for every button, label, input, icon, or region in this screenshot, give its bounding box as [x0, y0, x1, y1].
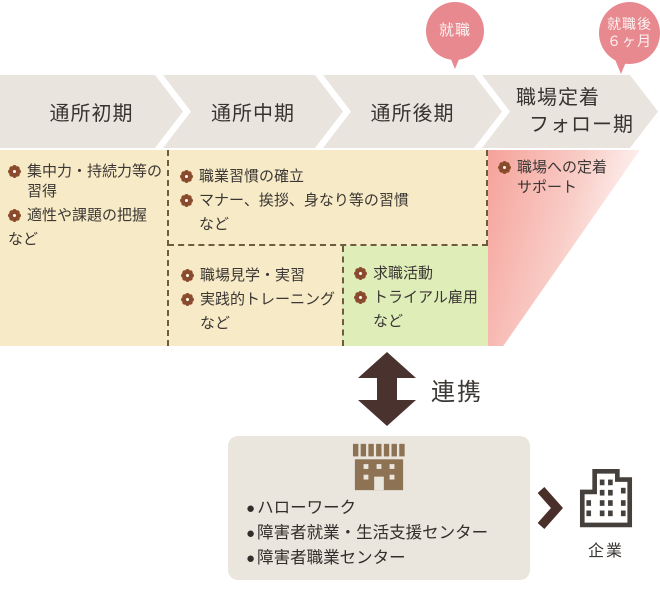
list-item-text: 適性や課題の把握 [27, 207, 148, 224]
list-item-text: 集中力・持続力等の習得 [27, 163, 163, 200]
six-months-line2: ６ヶ月 [607, 33, 652, 49]
florette-bullet-icon [8, 165, 21, 178]
six-months-callout: 就職後 ６ヶ月 [599, 2, 660, 64]
list-item-text: トライアル雇用 [373, 289, 478, 306]
employment-callout-tail [448, 52, 462, 69]
job-search-list: 求職活動 トライアル雇用 など [354, 264, 484, 332]
phase-follow-label-line1: 職場定着 [516, 86, 600, 109]
agency-item: ●障害者職業センター [246, 546, 488, 571]
phase-early-label: 通所初期 [49, 103, 134, 125]
agency-name: 障害者就業・生活支援センター [257, 524, 489, 542]
etc-note: など [373, 313, 404, 330]
work-habits-list: 職業習慣の確立 マナー、挨拶、身なり等の習慣 など [180, 167, 480, 235]
phase-follow-label-line2: フォロー期 [529, 113, 634, 136]
list-item-text: 職場への定着サポート [517, 159, 608, 196]
list-item: 実践的トレーニング [181, 290, 336, 310]
etc-note: など [199, 216, 230, 233]
agency-item: ●ハローワーク [246, 496, 488, 521]
list-item: 職場見学・実習 [181, 266, 336, 286]
six-months-callout-tail [614, 57, 628, 74]
early-phase-list: 集中力・持続力等の習得 適性や課題の把握 など [8, 162, 168, 250]
phase-middle-label: 通所中期 [211, 103, 295, 125]
government-office-icon [352, 443, 405, 491]
employment-callout-label: 就職 [438, 22, 471, 39]
florette-bullet-icon [180, 194, 193, 207]
florette-bullet-icon [181, 269, 194, 282]
phase-follow: 職場定着 フォロー期 [482, 75, 658, 148]
florette-bullet-icon [498, 161, 511, 174]
bullet-dot: ● [246, 525, 256, 542]
phase-divider-dashed [167, 150, 169, 346]
list-item: 職業習慣の確立 [180, 167, 480, 187]
bullet-dot: ● [246, 550, 256, 567]
list-item-text: 職業習慣の確立 [199, 168, 305, 185]
florette-bullet-icon [8, 209, 21, 222]
six-months-callout-label: 就職後 ６ヶ月 [607, 16, 652, 50]
phase-middle: 通所中期 [163, 75, 343, 148]
list-item-text: 実践的トレーニング [200, 291, 336, 308]
agency-item: ●障害者就業・生活支援センター [246, 521, 488, 546]
phase-early: 通所初期 [0, 75, 183, 148]
linkage-double-arrow-icon [358, 352, 416, 426]
list-item: マナー、挨拶、身なり等の習慣 [180, 191, 480, 211]
six-months-line1: 就職後 [607, 16, 652, 33]
list-item: 職場への定着サポート [498, 158, 616, 198]
chevron-right-icon [537, 487, 563, 529]
practical-training-list: 職場見学・実習 実践的トレーニング など [181, 266, 336, 334]
support-agencies-box: ●ハローワーク ●障害者就業・生活支援センター ●障害者職業センター [228, 436, 530, 580]
linkage-label: 連携 [431, 379, 483, 406]
agencies-list: ●ハローワーク ●障害者就業・生活支援センター ●障害者職業センター [246, 496, 488, 571]
florette-bullet-icon [181, 293, 194, 306]
company-block: 企業 [572, 458, 640, 561]
florette-bullet-icon [354, 291, 367, 304]
phase-late-label: 通所後期 [370, 103, 455, 125]
company-label: 企業 [587, 543, 624, 560]
etc-note: など [8, 231, 39, 248]
list-item-text: 職場見学・実習 [200, 267, 306, 284]
list-item: トライアル雇用 [354, 288, 484, 308]
florette-bullet-icon [354, 267, 367, 280]
employment-callout: 就職 [426, 2, 484, 60]
list-item: 求職活動 [354, 264, 484, 284]
phase-timeline-band: 通所初期 通所中期 通所後期 職場定着 フォロー期 [0, 75, 660, 148]
row-divider-dashed [168, 244, 488, 246]
company-building-icon [579, 468, 633, 528]
agency-name: ハローワーク [257, 499, 357, 517]
bullet-dot: ● [246, 500, 256, 517]
follow-up-list: 職場への定着サポート [498, 158, 616, 202]
list-item: 集中力・持続力等の習得 [8, 162, 168, 202]
florette-bullet-icon [180, 170, 193, 183]
list-item-text: マナー、挨拶、身なり等の習慣 [199, 192, 409, 209]
phase-late: 通所後期 [323, 75, 502, 148]
etc-note: など [200, 315, 231, 332]
list-item: 適性や課題の把握 [8, 206, 168, 226]
list-item-text: 求職活動 [373, 265, 434, 282]
agency-name: 障害者職業センター [257, 549, 406, 567]
